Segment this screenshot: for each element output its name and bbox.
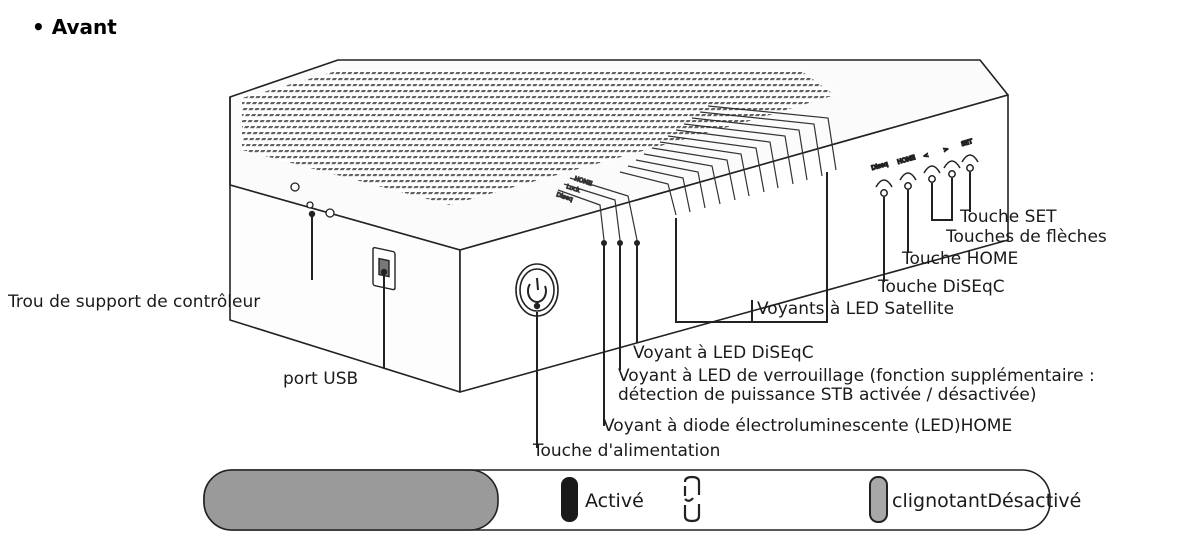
label-set-button: Touche SET (959, 207, 1057, 227)
label-home-led: Voyant à diode électroluminescente (LED)… (603, 416, 1012, 436)
svg-text:<: < (923, 152, 930, 160)
legend-gray-block (203, 469, 499, 531)
svg-text:>: > (943, 146, 950, 154)
led-inactive-icon (869, 476, 888, 523)
led-legend: Activé clignotantDésactivé (203, 469, 1081, 531)
label-diseqc-button: Touche DiSEqC (877, 277, 1005, 297)
label-usb-port: port USB (283, 369, 358, 389)
legend-active-label: Activé (585, 490, 644, 512)
power-button (515, 263, 559, 317)
label-lock-led-line2: détection de puissance STB activée / dés… (618, 385, 1037, 405)
led-active-icon (561, 477, 578, 522)
label-controller-hole: Trou de support de contrôleur (7, 292, 260, 312)
label-home-button: Touche HOME (901, 249, 1018, 269)
page-title: • Avant (32, 15, 117, 39)
legend-blinking-inactive-label: clignotantDésactivé (892, 490, 1081, 512)
device-front-face (459, 94, 1009, 393)
callout-labels: Touche SET Touches de flèches Touche HOM… (7, 207, 1107, 461)
label-diseqc-led: Voyant à LED DiSEqC (633, 343, 814, 363)
vent-grille (242, 70, 835, 205)
controller-holes (290, 182, 335, 218)
svg-text:SET: SET (961, 138, 974, 148)
label-lock-led-line1: Voyant à LED de verrouillage (fonction s… (618, 366, 1095, 386)
led-blinking-icon (683, 475, 701, 523)
label-arrow-buttons: Touches de flèches (945, 227, 1107, 247)
label-satellite-leds: Voyants à LED Satellite (757, 299, 954, 319)
leader-lines (308, 172, 971, 448)
satellite-led-marks (619, 105, 837, 216)
label-power-button: Touche d'alimentation (532, 441, 720, 461)
